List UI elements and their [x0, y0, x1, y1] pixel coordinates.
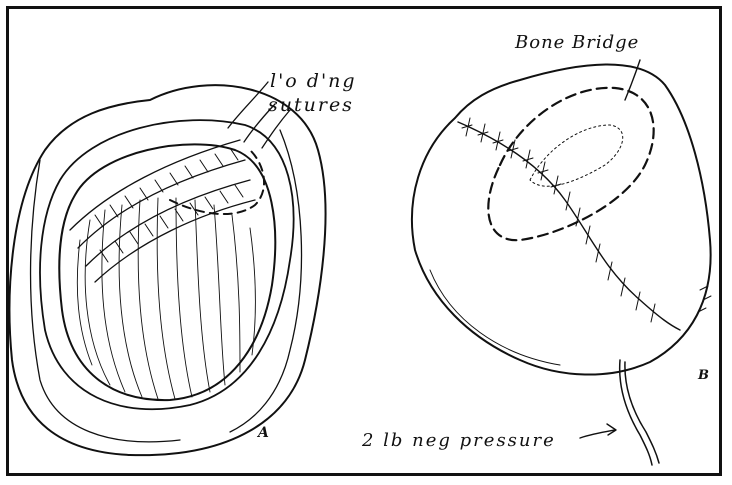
- suture-ridges: [70, 140, 255, 282]
- loading-sutures-label-line1: l'o d'ng: [270, 70, 357, 92]
- globe-hatching: [77, 198, 255, 399]
- panel-a-label: A: [258, 425, 269, 441]
- bone-bridge-dashed: [488, 88, 653, 240]
- globe-body: [59, 144, 275, 400]
- closed-globe-highlight: [430, 270, 560, 365]
- panel-a-drawing: [10, 82, 326, 455]
- drain-tube-edge: [625, 362, 659, 463]
- negative-pressure-label: 2 lb neg pressure: [362, 430, 556, 451]
- outer-tissue-flap-right: [230, 130, 301, 432]
- bone-bridge-dotted: [530, 125, 623, 186]
- bone-bridge-label: Bone Bridge: [515, 32, 639, 53]
- closed-globe-outline: [412, 64, 711, 374]
- seam-stitches: [462, 118, 655, 322]
- loading-sutures-label-line2: sutures: [268, 94, 354, 116]
- pressure-arrow: [580, 424, 616, 438]
- panel-b-label: B: [698, 368, 709, 383]
- panel-b-drawing: [412, 60, 711, 465]
